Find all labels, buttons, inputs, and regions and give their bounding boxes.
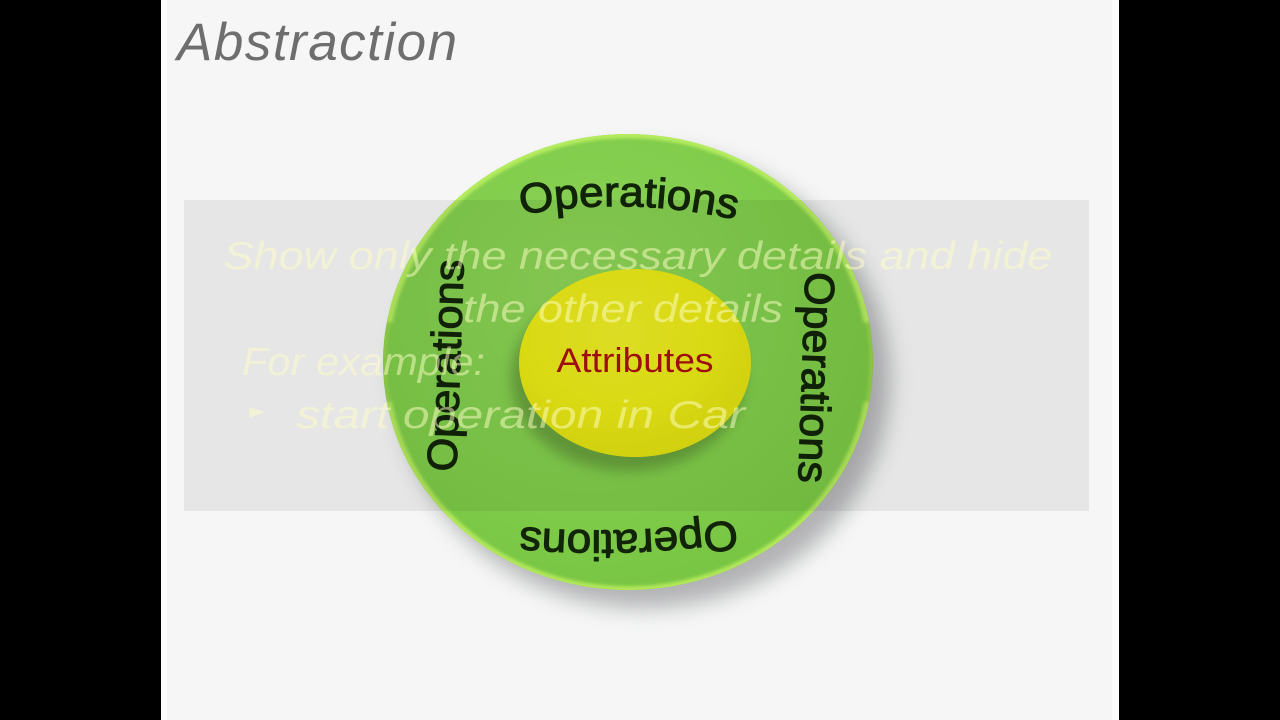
svg-text:Show only the necessary detail: Show only the necessary details and hide: [224, 235, 1053, 278]
svg-text:Attributes: Attributes: [557, 342, 714, 380]
svg-text:start operation in Car: start operation in Car: [296, 394, 747, 437]
svg-text:the other details: the other details: [463, 288, 783, 331]
svg-text:Operations: Operations: [789, 271, 843, 484]
svg-text:For example:: For example:: [242, 341, 485, 384]
svg-text:Operations: Operations: [418, 259, 472, 473]
